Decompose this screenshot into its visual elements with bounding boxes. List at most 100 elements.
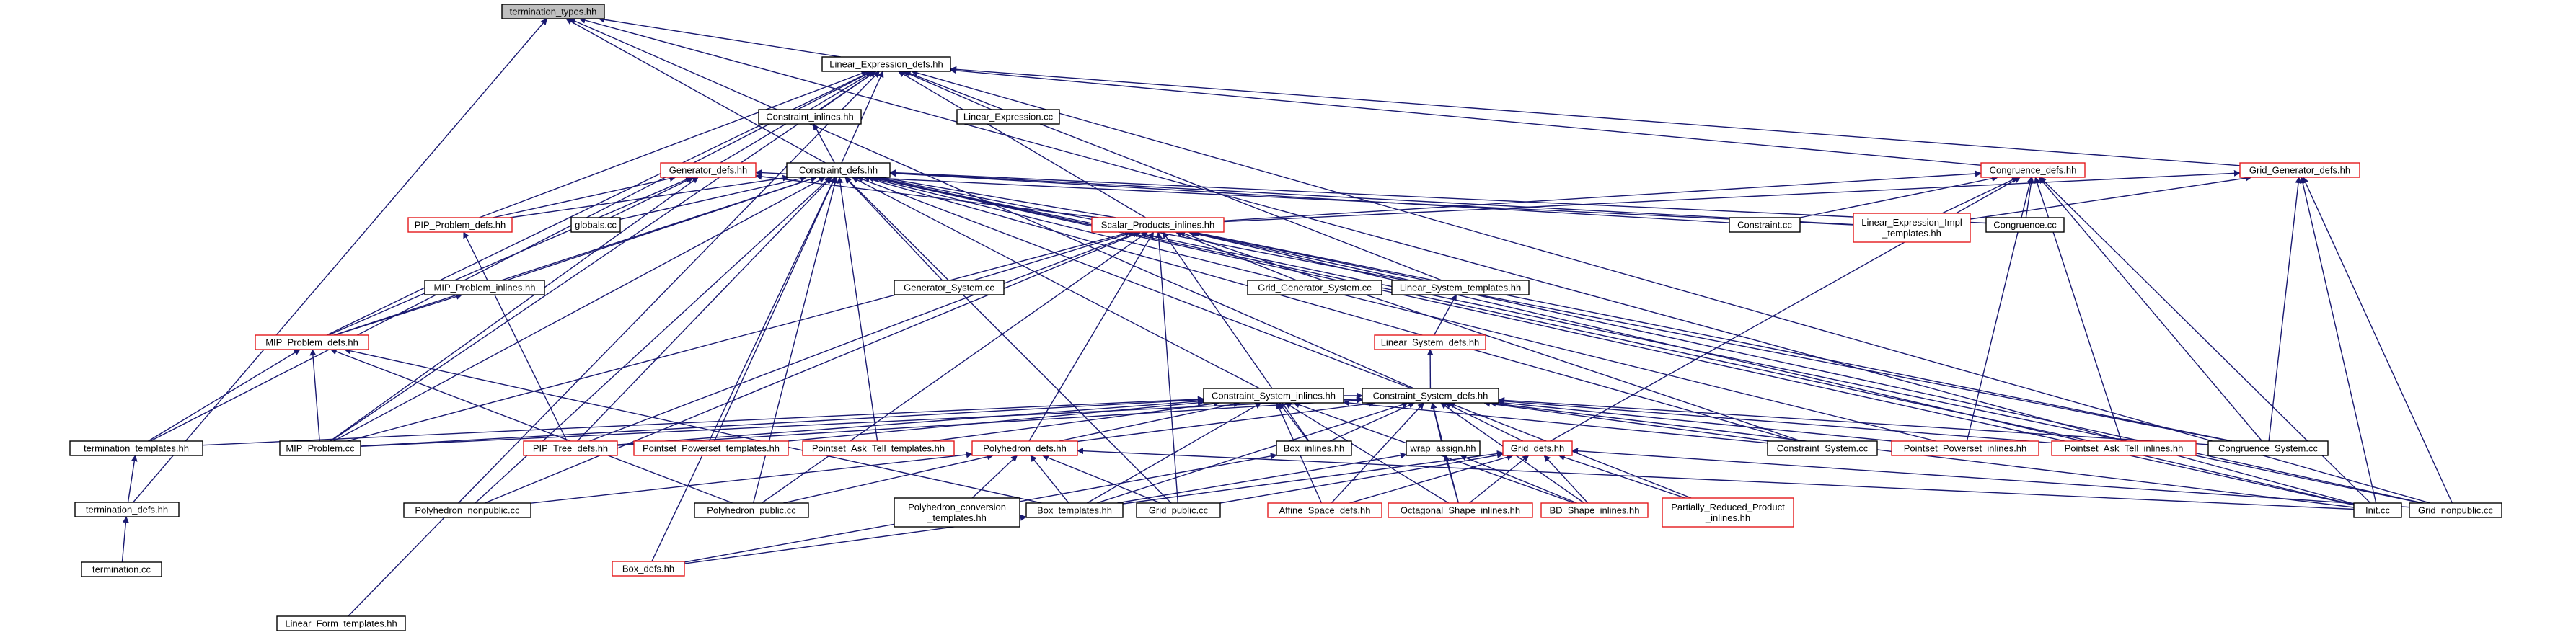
node-grid-generator-system-cc[interactable]: Grid_Generator_System.cc	[1247, 280, 1382, 295]
edge-generator-system-cc-to-constraint-defs	[844, 177, 943, 281]
node-linear-expression-defs[interactable]: Linear_Expression_defs.hh	[821, 56, 951, 72]
node-grid-generator-defs[interactable]: Grid_Generator_defs.hh	[2239, 162, 2360, 178]
edge-polyhedron-nonpublic-cc-to-polyhedron-defs	[530, 451, 973, 504]
edge-polyhedron-public-cc-to-polyhedron-defs	[782, 453, 994, 504]
node-grid-nonpublic-cc[interactable]: Grid_nonpublic.cc	[2409, 502, 2502, 518]
node-congruence-system-cc[interactable]: Congruence_System.cc	[2207, 440, 2329, 456]
node-box	[276, 615, 406, 631]
node-label: termination_types.hh	[510, 6, 597, 17]
edge-box-inlines-to-constraint-system-defs	[1329, 402, 1416, 442]
node-polyhedron-defs[interactable]: Polyhedron_defs.hh	[971, 440, 1078, 456]
node-wrap-assign[interactable]: wrap_assign.hh	[1406, 440, 1481, 456]
node-grid-defs[interactable]: Grid_defs.hh	[1502, 440, 1573, 456]
node-linear-system-templates[interactable]: Linear_System_templates.hh	[1391, 280, 1530, 295]
node-generator-system-cc[interactable]: Generator_System.cc	[894, 280, 1005, 295]
node-grid-public-cc[interactable]: Grid_public.cc	[1136, 502, 1221, 518]
edge-linear-expression-impl-templates-to-grid-generator-defs	[1970, 174, 2252, 220]
node-label: termination_defs.hh	[86, 505, 168, 515]
node-label: Pointset_Powerset_templates.hh	[643, 443, 780, 454]
node-init-cc[interactable]: Init.cc	[2353, 502, 2402, 518]
node-mip-problem-inlines[interactable]: MIP_Problem_inlines.hh	[424, 280, 545, 295]
node-label: termination_templates.hh	[84, 443, 189, 454]
node-label: BD_Shape_inlines.hh	[1549, 505, 1639, 516]
node-box	[1891, 440, 2039, 456]
edge-box-templates-to-grid-defs	[1122, 450, 1504, 505]
edge-pointset-powerset-inlines-to-constraint-defs	[867, 175, 1936, 442]
node-linear-form-templates[interactable]: Linear_Form_templates.hh	[276, 615, 406, 631]
node-linear-system-defs[interactable]: Linear_System_defs.hh	[1374, 334, 1486, 350]
node-box	[1267, 502, 1382, 518]
node-box	[660, 162, 757, 178]
edge-congruence-defs-to-linear-expression-defs	[950, 67, 1982, 166]
edge-constraint-defs-to-constraint-inlines	[813, 123, 835, 164]
node-box	[1136, 502, 1221, 518]
node-constraint-system-inlines[interactable]: Constraint_System_inlines.hh	[1203, 388, 1344, 404]
node-polyhedron-nonpublic-cc[interactable]: Polyhedron_nonpublic.cc	[403, 502, 531, 518]
node-box	[1374, 334, 1486, 350]
edge-congruence-cc-to-constraint-defs	[889, 169, 1987, 224]
node-box-inlines[interactable]: Box_inlines.hh	[1276, 440, 1352, 456]
node-pointset-powerset-templates[interactable]: Pointset_Powerset_templates.hh	[633, 440, 789, 456]
node-constraint-system-defs[interactable]: Constraint_System_defs.hh	[1362, 388, 1499, 404]
node-linear-expression-impl-templates[interactable]: Linear_Expression_Impl_templates.hh	[1853, 213, 1971, 243]
node-constraint-defs[interactable]: Constraint_defs.hh	[786, 162, 891, 178]
edge-pointset-ask-tell-inlines-to-congruence-defs	[2034, 177, 2122, 442]
node-box	[894, 280, 1005, 295]
node-polyhedron-public-cc[interactable]: Polyhedron_public.cc	[694, 502, 809, 518]
node-generator-defs[interactable]: Generator_defs.hh	[660, 162, 757, 178]
node-termination-cc[interactable]: termination.cc	[81, 561, 162, 577]
node-box	[802, 440, 955, 456]
node-label: Linear_Expression_Impl	[1861, 217, 1962, 228]
edge-scalar-products-inlines-to-constraint-defs	[879, 174, 1116, 218]
node-box	[1025, 502, 1124, 518]
node-mip-problem-defs[interactable]: MIP_Problem_defs.hh	[255, 334, 369, 350]
node-box	[821, 56, 951, 72]
node-octagonal-shape-inlines[interactable]: Octagonal_Shape_inlines.hh	[1388, 502, 1533, 518]
edge-linear-expression-impl-templates-to-congruence-defs	[1941, 177, 2019, 214]
edge-bd-shape-inlines-to-wrap-assign	[1460, 454, 1577, 504]
node-box	[1203, 388, 1344, 404]
node-box-defs[interactable]: Box_defs.hh	[612, 561, 685, 577]
edge-constraint-system-cc-to-constraint-system-defs	[1483, 400, 1769, 442]
node-pointset-powerset-inlines[interactable]: Pointset_Powerset_inlines.hh	[1891, 440, 2039, 456]
node-pointset-ask-tell-templates[interactable]: Pointset_Ask_Tell_templates.hh	[802, 440, 955, 456]
node-box	[1388, 502, 1533, 518]
node-label: PIP_Problem_defs.hh	[415, 220, 506, 231]
node-pip-problem-defs[interactable]: PIP_Problem_defs.hh	[407, 217, 513, 233]
node-termination-templates[interactable]: termination_templates.hh	[69, 440, 203, 456]
node-box-templates[interactable]: Box_templates.hh	[1025, 502, 1124, 518]
node-box	[403, 502, 531, 518]
edge-box-templates-to-constraint-system-inlines	[1087, 402, 1262, 504]
node-bd-shape-inlines[interactable]: BD_Shape_inlines.hh	[1540, 502, 1649, 518]
node-partially-reduced-product-inlines[interactable]: Partially_Reduced_Product_inlines.hh	[1662, 497, 1794, 528]
edge-pip-tree-defs-to-constraint-defs	[577, 177, 832, 442]
node-label: Box_defs.hh	[622, 564, 674, 574]
edge-constraint-cc-to-congruence-defs	[1799, 175, 1998, 218]
node-constraint-cc[interactable]: Constraint.cc	[1729, 217, 1801, 233]
node-pip-tree-defs[interactable]: PIP_Tree_defs.hh	[523, 440, 618, 456]
node-box	[501, 4, 605, 19]
node-label: Grid_Generator_System.cc	[1258, 283, 1372, 293]
node-label: Polyhedron_nonpublic.cc	[415, 505, 520, 516]
node-termination-defs[interactable]: termination_defs.hh	[74, 502, 180, 517]
node-mip-problem-cc[interactable]: MIP_Problem.cc	[279, 440, 361, 456]
node-congruence-defs[interactable]: Congruence_defs.hh	[1980, 162, 2086, 178]
edge-pip-tree-defs-to-constraint-system-inlines	[617, 398, 1204, 445]
node-label: Octagonal_Shape_inlines.hh	[1401, 505, 1520, 516]
node-globals-cc[interactable]: globals.cc	[570, 217, 621, 233]
node-scalar-products-inlines[interactable]: Scalar_Products_inlines.hh	[1091, 217, 1225, 233]
edge-polyhedron-conversion-templates-to-polyhedron-defs	[971, 455, 1018, 499]
node-linear-expression-cc[interactable]: Linear_Expression.cc	[956, 109, 1060, 125]
node-congruence-cc[interactable]: Congruence.cc	[1985, 217, 2065, 233]
node-constraint-system-cc[interactable]: Constraint_System.cc	[1767, 440, 1878, 456]
node-label: wrap_assign.hh	[1409, 443, 1476, 454]
node-pointset-ask-tell-inlines[interactable]: Pointset_Ask_Tell_inlines.hh	[2051, 440, 2197, 456]
node-affine-space-defs[interactable]: Affine_Space_defs.hh	[1267, 502, 1382, 518]
node-label: Polyhedron_conversion	[908, 502, 1006, 512]
edge-pointset-ask-tell-inlines-to-constraint-system-defs	[1498, 398, 2052, 444]
edge-grid-defs-to-constraint-system-defs	[1444, 402, 1524, 442]
node-termination-types[interactable]: termination_types.hh	[501, 4, 605, 19]
node-constraint-inlines[interactable]: Constraint_inlines.hh	[758, 109, 862, 125]
node-polyhedron-conversion-templates[interactable]: Polyhedron_conversion_templates.hh	[894, 497, 1020, 528]
